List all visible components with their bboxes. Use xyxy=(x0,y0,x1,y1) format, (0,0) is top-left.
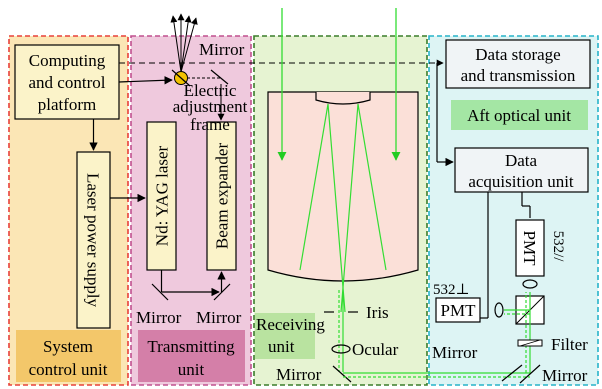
iris-label: Iris xyxy=(366,303,389,322)
filter-label: Filter xyxy=(551,335,588,354)
ndyag-laser-label: Nd: YAG laser xyxy=(153,145,172,246)
system-control-label-2: control unit xyxy=(29,360,108,379)
mirror-aft-right-icon xyxy=(519,364,541,384)
computing-platform-label-3: platform xyxy=(38,95,97,114)
receiving-label-1: Receiving xyxy=(256,315,325,334)
transmitting-label-1: Transmitting xyxy=(147,337,235,356)
beam-expander-box xyxy=(206,121,237,271)
receiving-label-2: unit xyxy=(268,337,295,356)
mirror-receiving-bottom-icon xyxy=(332,365,352,383)
lens-parallel-icon xyxy=(522,279,538,289)
system-control-tag xyxy=(16,330,121,382)
aft-optical-panel xyxy=(428,35,599,386)
aft-optical-label: Aft optical unit xyxy=(467,106,571,125)
pmt-perp-box xyxy=(435,297,481,323)
laser-power-supply-label: Laser power supply xyxy=(84,173,103,308)
computing-platform-box xyxy=(14,44,120,120)
system-control-label-1: System xyxy=(43,337,93,356)
computing-platform-label-1: Computing xyxy=(29,51,106,70)
mirror-aft-left-icon xyxy=(501,364,523,382)
ocular-icon xyxy=(331,344,351,354)
mirror-right-label: Mirror xyxy=(196,308,242,327)
data-storage-label-1: Data storage xyxy=(475,45,560,64)
lens-perp-icon xyxy=(494,302,504,318)
transmitting-label-2: unit xyxy=(178,360,205,379)
aft-optical-tag xyxy=(451,100,588,130)
laser-power-supply-box xyxy=(76,151,111,329)
data-acquisition-label-2: acquisition unit xyxy=(468,172,574,191)
computing-platform-label-2: and control xyxy=(29,73,106,92)
mirror-bottom-right-icon xyxy=(213,283,231,301)
beam-expander-label: Beam expander xyxy=(213,143,232,250)
mirror-expander-top-icon xyxy=(210,69,229,85)
electric-frame-label-3: frame xyxy=(190,115,230,134)
telescope-icon xyxy=(267,91,419,282)
pmt-perp-label: PMT xyxy=(441,301,477,320)
data-acquisition-box xyxy=(454,147,589,193)
receiving-tag xyxy=(255,313,315,359)
electric-frame-label-1: Electric xyxy=(184,81,237,100)
data-acquisition-label-1: Data xyxy=(505,151,538,170)
perp-532-label: 532⊥ xyxy=(433,282,470,298)
transmitting-tag xyxy=(138,330,245,382)
mirror-bottom-label: Mirror xyxy=(276,365,322,384)
mirror-bottom-left-icon xyxy=(151,283,169,301)
data-storage-box xyxy=(445,39,591,89)
mirror-aft-right-label: Mirror xyxy=(542,366,588,385)
mirror-left-label: Mirror xyxy=(136,308,182,327)
parallel-532-label: 532// xyxy=(550,231,566,263)
ndyag-laser-box xyxy=(146,121,177,271)
mirror-top-label: Mirror xyxy=(199,40,245,59)
pmt-parallel-label: PMT xyxy=(520,231,539,267)
data-storage-label-2: and transmission xyxy=(461,66,576,85)
ocular-label: Ocular xyxy=(352,340,399,359)
electric-frame-label-2: adjustment xyxy=(173,97,248,116)
pmt-parallel-box xyxy=(515,219,545,277)
mirror-aft-left-label: Mirror xyxy=(432,343,478,362)
